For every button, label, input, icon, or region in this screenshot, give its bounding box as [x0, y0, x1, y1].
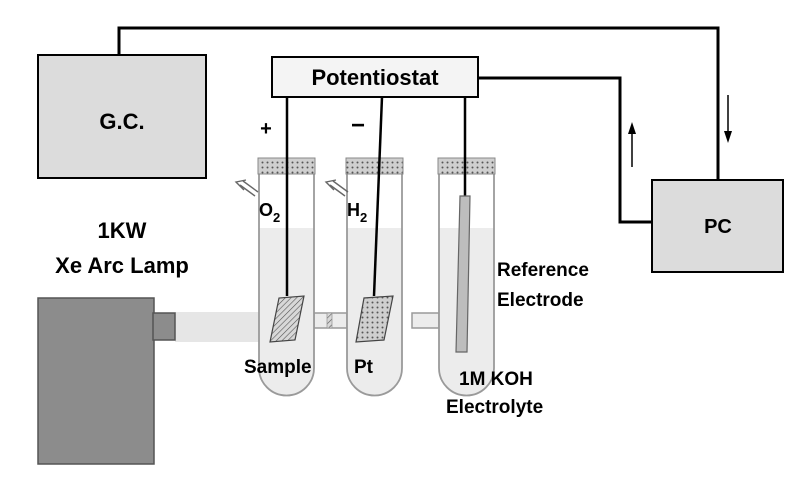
sample-electrode [269, 295, 305, 343]
lamp-power-label: 1KW [98, 218, 147, 243]
tube-wall [258, 160, 315, 397]
h2-base: H [347, 200, 360, 220]
reference-label-line2: Electrode [497, 290, 584, 311]
pc-box [651, 179, 784, 273]
xe-arc-lamp-body [37, 297, 155, 465]
pt-lead-wire [372, 96, 384, 297]
gc-label: G.C. [99, 109, 144, 134]
tube-cap [437, 157, 496, 175]
koh-label-line1: 1M KOH [459, 369, 533, 390]
o2-label: O2 [259, 200, 280, 225]
salt-bridge-right [411, 312, 440, 329]
potentiostat-box [271, 56, 479, 98]
xe-arc-lamp-nozzle [152, 312, 176, 341]
reference-electrode [455, 195, 471, 353]
reference-label-line1: Reference [497, 260, 589, 281]
tube-cap [345, 157, 404, 175]
signal-arrows [628, 95, 732, 167]
tube-wall [346, 160, 403, 397]
minus-sign: − [351, 112, 365, 139]
light-beam [175, 312, 267, 342]
tube-wall [438, 160, 495, 397]
up-arrow-head-icon [628, 122, 636, 134]
wires [117, 26, 720, 224]
o2-outlet-arrow-icon [234, 179, 259, 197]
o2-subscript: 2 [273, 210, 280, 225]
h2-subscript: 2 [360, 210, 367, 225]
pt-label: Pt [354, 357, 374, 378]
h2-outlet-arrow-icon [324, 179, 349, 197]
o2-base: O [259, 200, 273, 220]
lamp-name-label: Xe Arc Lamp [55, 253, 189, 278]
potentiostat-pc-wire [478, 76, 652, 224]
pc-label: PC [704, 216, 732, 238]
plus-sign: + [260, 118, 272, 140]
down-arrow-head-icon [724, 131, 732, 143]
sample-label: Sample [244, 357, 312, 378]
gc-pc-wire [117, 26, 720, 180]
h2-label: H2 [347, 200, 367, 225]
pt-electrode [355, 295, 394, 343]
potentiostat-label: Potentiostat [311, 65, 439, 90]
membrane [326, 312, 333, 329]
koh-label-line2: Electrolyte [446, 397, 543, 418]
gc-box [37, 54, 207, 179]
